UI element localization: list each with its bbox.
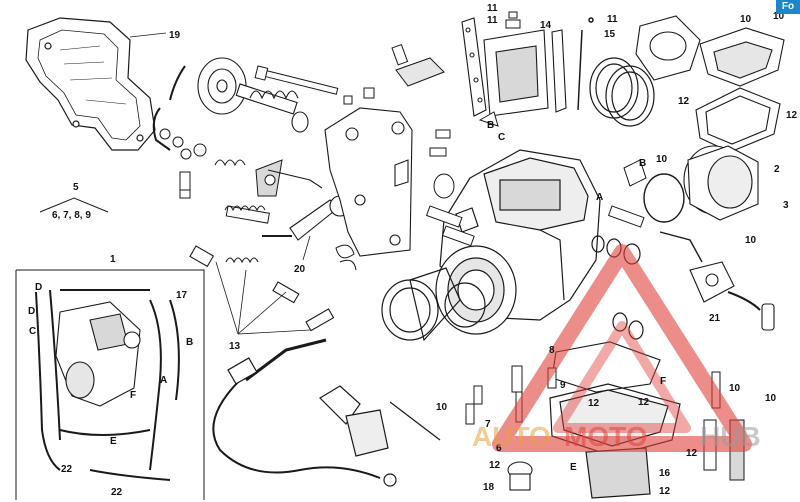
wire-clip: [335, 244, 357, 271]
label-C1: C: [498, 132, 505, 143]
callout-21: 21: [709, 313, 721, 324]
watermark-part-2: MOTO: [564, 421, 647, 452]
leader-20: [302, 235, 311, 261]
callout-16: 16: [659, 468, 671, 479]
misc-top-fittings: [343, 43, 647, 187]
callout-11a: 11: [487, 3, 498, 14]
inset-group-1: [15, 269, 205, 500]
label-B1: B: [639, 158, 646, 169]
callout-20: 20: [294, 264, 306, 275]
callout-10g: 10: [740, 14, 752, 25]
callout-12d: 12: [659, 486, 671, 497]
washers-and-springs: [159, 128, 246, 199]
part-19-cover: [25, 17, 156, 151]
label-A2: A: [160, 375, 167, 386]
part-15-needle: [577, 17, 594, 111]
callout-10a: 10: [773, 11, 785, 22]
diaphragm-cover: [699, 27, 785, 87]
diaphragm-gasket: [695, 87, 781, 153]
label-E2: E: [110, 436, 117, 447]
watermark-logo: [492, 244, 752, 452]
callout-13: 13: [229, 341, 241, 352]
part-2-vacuum-chamber: [683, 145, 759, 221]
connector-block: [319, 385, 441, 457]
intake-boot: [635, 15, 701, 81]
throttle-slide: [381, 267, 461, 342]
screws-11: [505, 11, 521, 29]
part-14-float-chamber-top: [461, 17, 567, 117]
callout-12b: 12: [638, 397, 650, 408]
callout-2: 2: [774, 164, 780, 175]
part-13-tubes: [189, 245, 335, 332]
callout-15: 15: [604, 29, 616, 40]
label-B-top: B: [487, 120, 494, 131]
callout-12a: 12: [786, 110, 798, 121]
throttle-cable: [212, 338, 397, 487]
callout-7: 7: [485, 419, 491, 430]
label-F2: F: [130, 390, 136, 401]
callout-18: 18: [483, 482, 495, 493]
leaders-13: [215, 261, 311, 335]
part-21-sensor: [659, 231, 775, 331]
label-C2: C: [29, 326, 36, 337]
callout-17: 17: [176, 290, 188, 301]
callout-10d: 10: [729, 383, 741, 394]
callout-22b: 22: [111, 487, 123, 498]
label-B2: B: [186, 337, 193, 348]
lever-arm: [255, 159, 283, 197]
watermark-part-1: AUTO: [472, 421, 551, 452]
label-F1: F: [660, 376, 666, 387]
o-ring-large: [643, 173, 685, 223]
callout-10e: 10: [765, 393, 777, 404]
spring-coil: [224, 205, 270, 224]
callout-10b: 10: [656, 154, 668, 165]
label-A1: A: [596, 192, 603, 203]
group-1-label: 1: [110, 254, 116, 265]
watermark-text: AUTO MOTO HUB: [472, 421, 761, 452]
throttle-drum-assembly: [152, 57, 309, 151]
intake-horn: [435, 245, 517, 335]
callout-14: 14: [540, 20, 552, 31]
label-D1: D: [35, 282, 42, 293]
callout-12c: 12: [686, 448, 698, 459]
callout-11b: 11: [487, 15, 498, 26]
long-bolt: [254, 65, 339, 95]
rubber-rings: [589, 57, 655, 127]
callout-19: 19: [169, 30, 181, 41]
group-5-label: 5: [73, 182, 79, 193]
small-pins: [425, 129, 645, 247]
label-E1: E: [570, 462, 577, 473]
callout-10c: 10: [745, 235, 757, 246]
callout-22a: 22: [61, 464, 73, 475]
callout-6: 6: [496, 443, 502, 454]
bracket-plate: [324, 107, 413, 257]
part-18-drain-plug: [507, 461, 533, 491]
callout-12g: 12: [588, 398, 600, 409]
callout-12e: 12: [489, 460, 501, 471]
callout-11c: 11: [607, 14, 618, 25]
leader-19: [129, 32, 167, 38]
label-D2: D: [28, 306, 35, 317]
callout-3: 3: [783, 200, 789, 211]
watermark-part-3: HUB: [700, 421, 761, 452]
corner-badge: Fo: [776, 0, 800, 14]
group-5-bracket: [39, 197, 109, 213]
group-5-items: 6, 7, 8, 9: [52, 210, 91, 221]
callout-12f: 12: [678, 96, 690, 107]
callout-8: 8: [549, 345, 555, 356]
callout-10f: 10: [436, 402, 448, 413]
callouts: 19 11 11 14 11 15 10 12 10 2 3 10 21 10 …: [28, 3, 798, 498]
o-ring-slide: [444, 282, 486, 328]
callout-9: 9: [560, 380, 566, 391]
